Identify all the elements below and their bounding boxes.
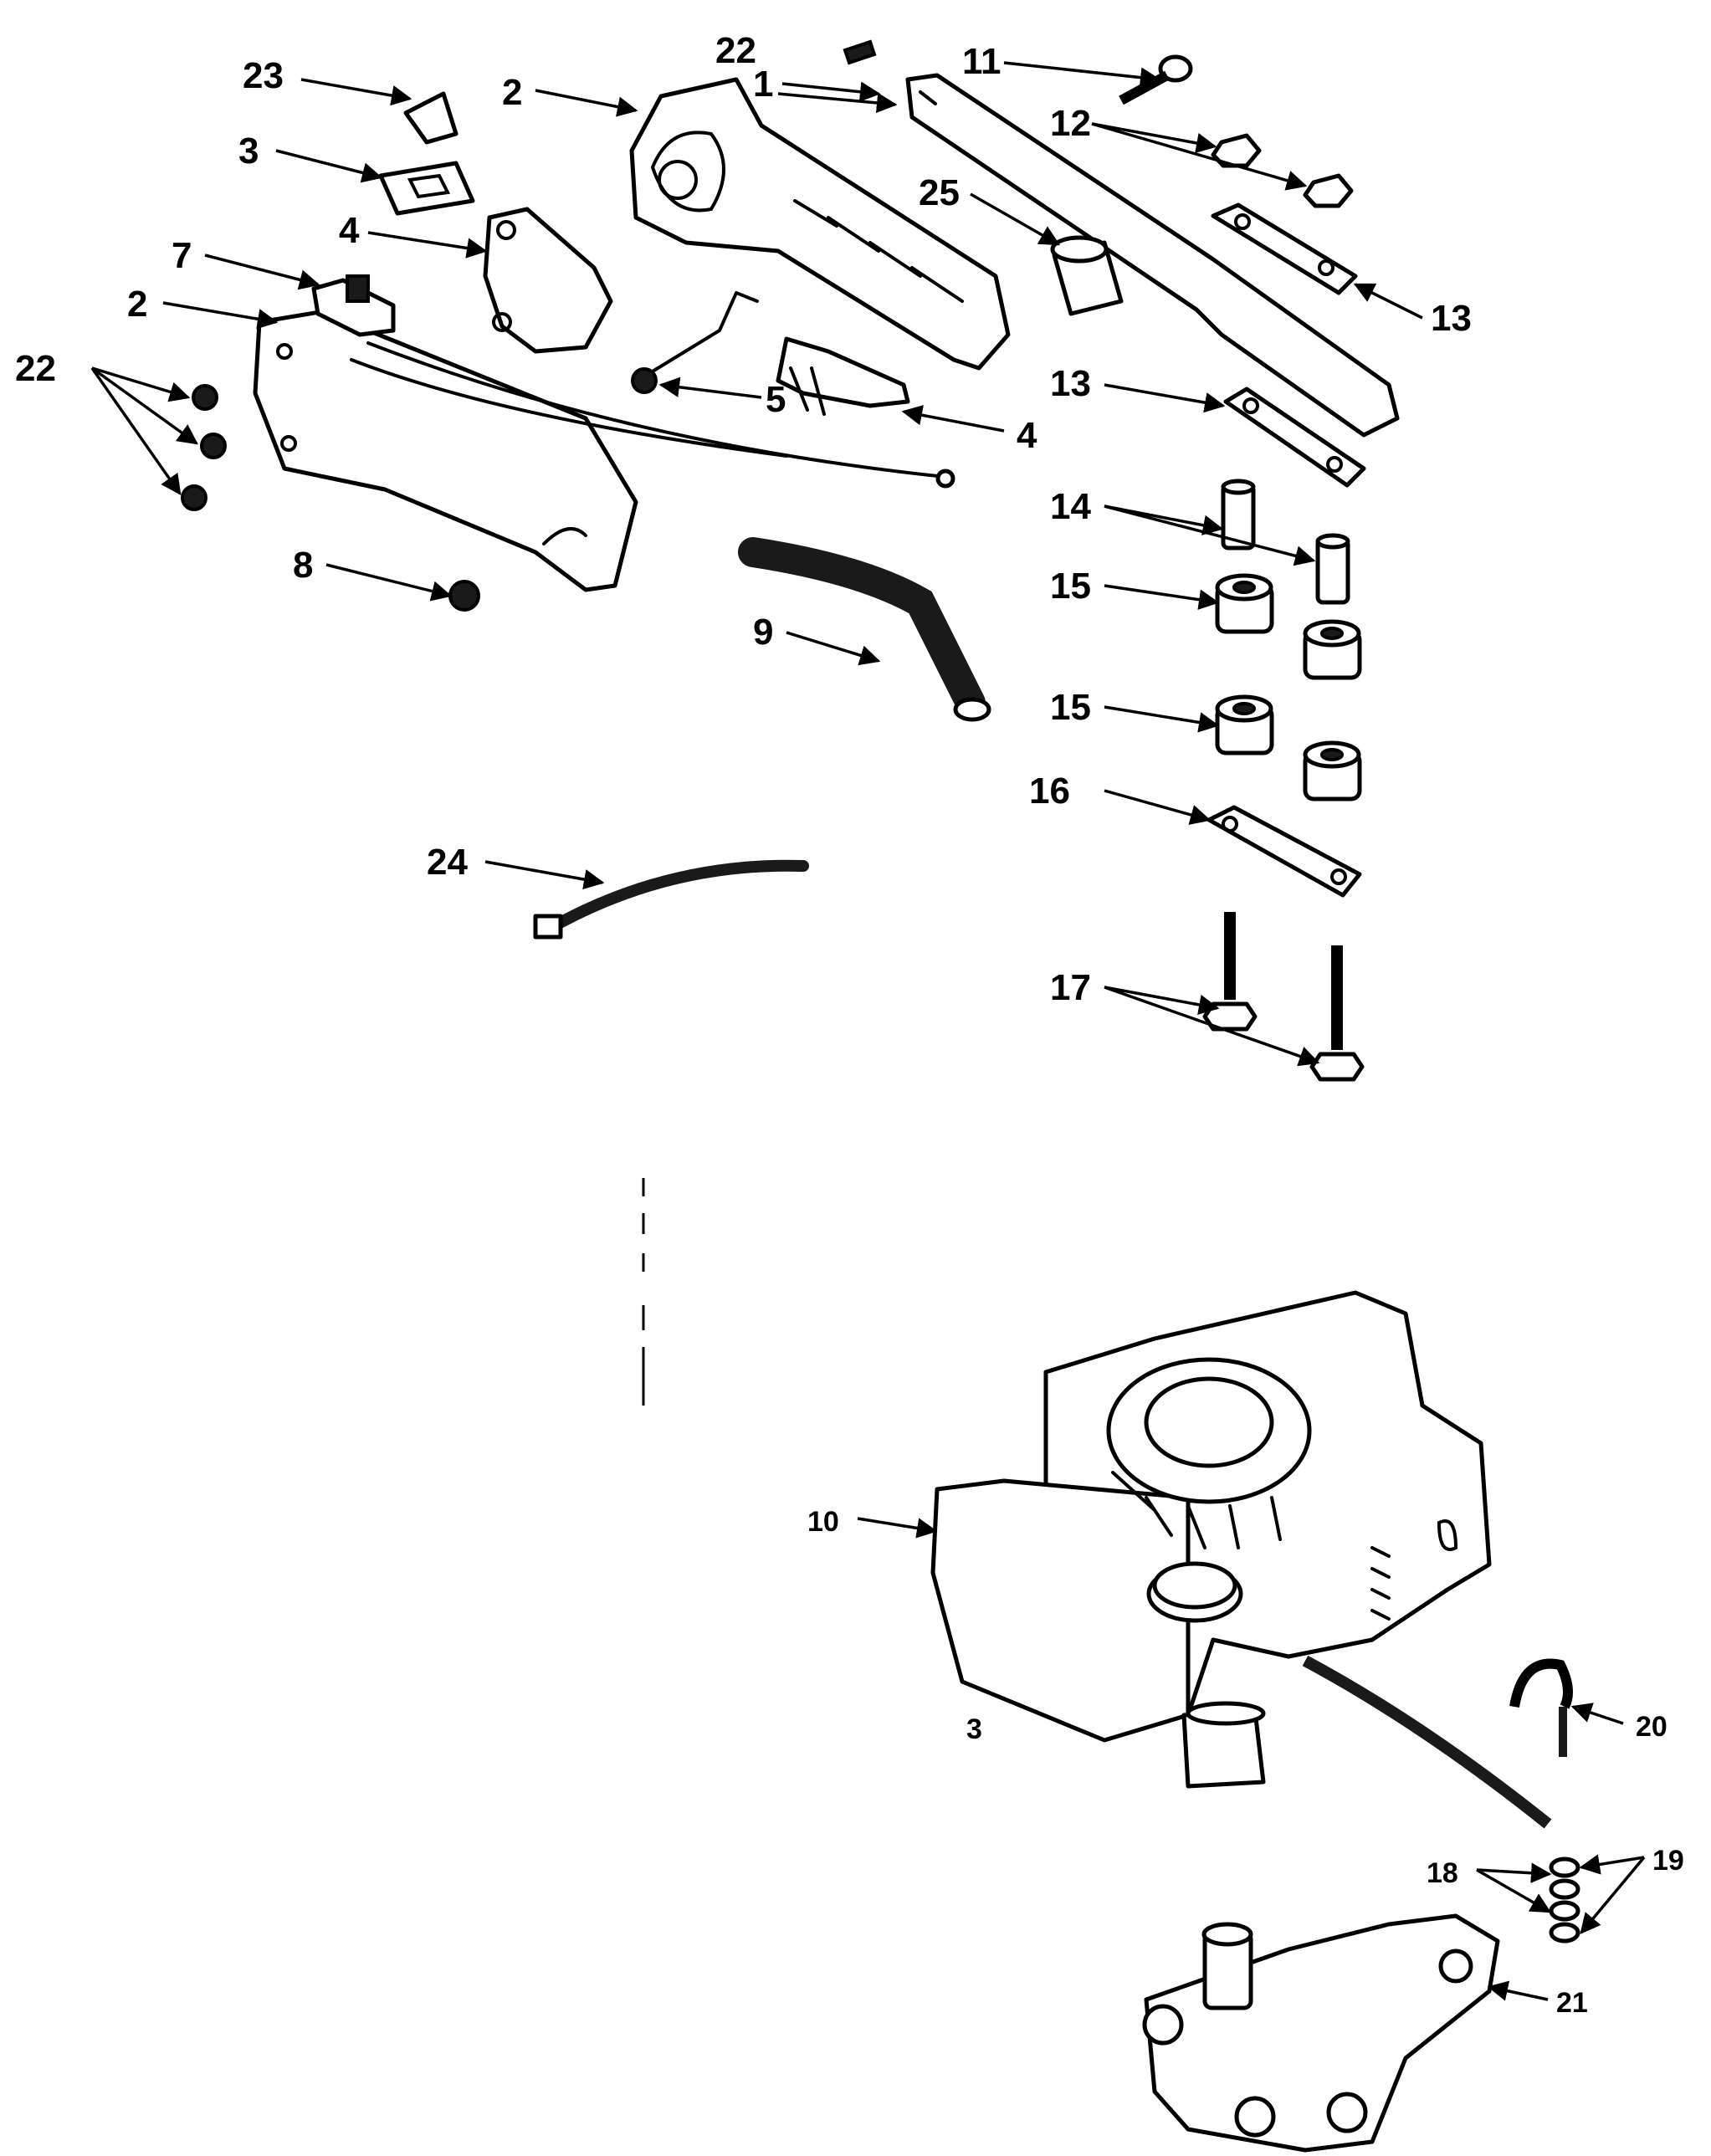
callout-18: 18 — [1427, 1857, 1458, 1889]
callout-8: 8 — [293, 545, 313, 586]
callout-labels: 22 1 2 23 3 4 7 2 22 8 5 4 9 24 11 12 25… — [15, 30, 1684, 2019]
callout-15-lower: 15 — [1050, 687, 1091, 728]
callout-19: 19 — [1652, 1845, 1684, 1877]
callout-10: 10 — [807, 1506, 839, 1538]
screws-22 — [181, 39, 877, 511]
callout-12: 12 — [1050, 103, 1091, 144]
callout-13-lower: 13 — [1050, 363, 1091, 404]
callout-4-upper: 4 — [339, 210, 360, 251]
hex-nut-8 — [448, 580, 480, 612]
spring-knob — [631, 367, 658, 394]
callout-21: 21 — [1556, 1987, 1588, 2019]
washers-18-19 — [1549, 1856, 1580, 1943]
on-off-switch — [311, 274, 396, 337]
callout-9: 9 — [753, 612, 773, 653]
nut-12-b — [1303, 173, 1354, 208]
trigger-spring — [643, 291, 759, 378]
callout-22-left: 22 — [15, 348, 56, 389]
trigger-lower — [776, 336, 910, 416]
leader-lines — [90, 61, 1646, 2001]
lock-out-piece — [403, 91, 458, 145]
left-handle-half — [253, 307, 788, 592]
callout-17: 17 — [1050, 967, 1091, 1008]
callout-11: 11 — [962, 41, 1001, 82]
mounting-strap-16 — [1206, 805, 1362, 898]
callout-13-upper: 13 — [1431, 298, 1472, 339]
callout-23: 23 — [243, 55, 284, 96]
clamp-plate-lower — [1223, 387, 1366, 488]
clamp-plate-upper — [1211, 202, 1358, 295]
callout-24: 24 — [427, 842, 468, 883]
callout-15-upper: 15 — [1050, 566, 1091, 607]
cable-tie — [533, 859, 809, 940]
throttle-cable — [366, 341, 947, 479]
callout-25: 25 — [919, 172, 960, 213]
fuel-hose-end — [953, 697, 991, 722]
nut-12-a — [1211, 133, 1262, 168]
callout-2-upper: 2 — [502, 72, 522, 113]
callout-16: 16 — [1029, 771, 1070, 812]
bolts-17 — [1202, 912, 1365, 1082]
lower-throttle-cable — [1302, 1655, 1552, 1829]
trigger-upper — [483, 207, 613, 354]
callout-3-engine: 3 — [966, 1713, 982, 1745]
callout-20: 20 — [1636, 1711, 1667, 1743]
callout-5: 5 — [766, 379, 786, 420]
right-handle-half — [629, 77, 1011, 371]
engine-assembly — [930, 1290, 1492, 1789]
gearbox-base-21 — [1142, 1913, 1500, 2153]
callout-22-top: 22 — [715, 30, 756, 71]
callout-2-lower: 2 — [127, 284, 147, 325]
grommets-15-lower — [1215, 694, 1362, 801]
fuel-hose — [738, 537, 986, 718]
cable-end — [935, 469, 955, 489]
shaft-tube — [905, 73, 1400, 438]
spring-hook-20 — [1509, 1658, 1573, 1757]
callout-14: 14 — [1050, 486, 1091, 527]
callout-3-upper: 3 — [238, 131, 259, 172]
callout-4-lower: 4 — [1017, 415, 1037, 456]
switch-plate — [378, 161, 475, 216]
callout-1: 1 — [753, 64, 773, 105]
grip-sleeve — [1050, 235, 1124, 316]
callout-7: 7 — [172, 235, 192, 276]
